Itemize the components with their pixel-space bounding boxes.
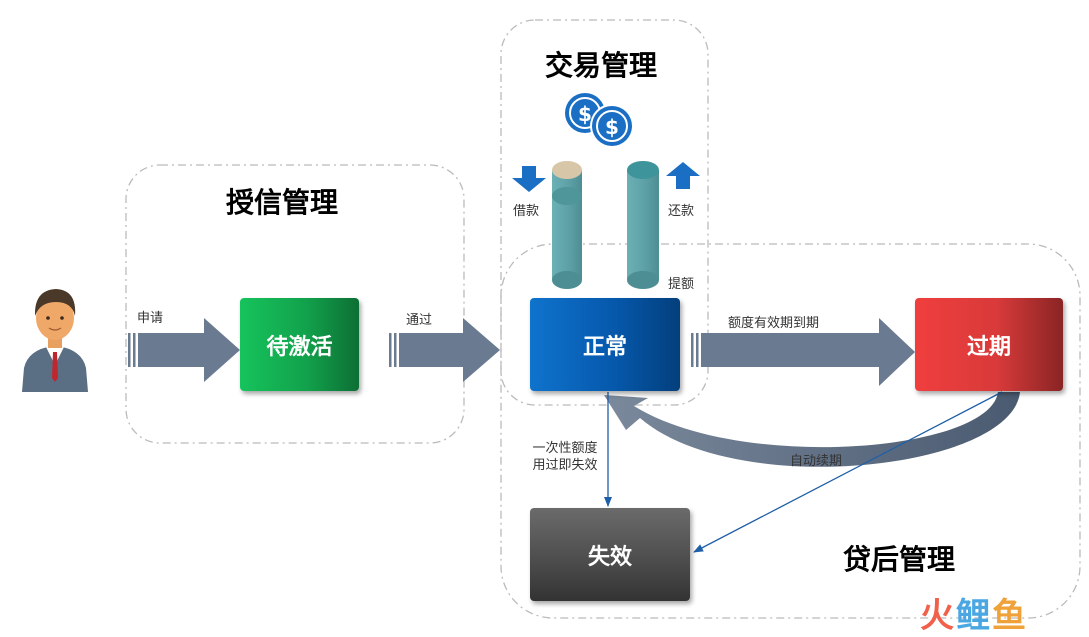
watermark-part-1: 火 xyxy=(920,596,956,636)
state-invalid: 失效 xyxy=(530,508,690,601)
watermark-logo: 火鲤鱼 xyxy=(920,588,1028,637)
transaction-region-title: 交易管理 xyxy=(545,49,658,82)
credit-region-box xyxy=(125,164,465,444)
label-approve: 通过 xyxy=(406,313,433,328)
state-expired: 过期 xyxy=(915,298,1063,391)
label-limit-expiry: 额度有效期到期 xyxy=(728,316,820,331)
postloan-region-box xyxy=(500,243,1081,619)
label-raise-limit: 提额 xyxy=(668,277,695,292)
up-arrow-icon xyxy=(666,162,700,189)
credit-region-title: 授信管理 xyxy=(226,186,339,219)
label-one-time-limit: 一次性额度 用过即失效 xyxy=(522,440,608,474)
svg-text:$: $ xyxy=(578,102,592,126)
transaction-region-box xyxy=(500,19,709,406)
label-borrow: 借款 xyxy=(513,204,540,219)
label-apply: 申请 xyxy=(137,311,164,326)
borrow-cylinder xyxy=(552,161,582,289)
arrow-apply xyxy=(128,318,240,382)
state-normal: 正常 xyxy=(530,298,680,391)
watermark-part-3: 鱼 xyxy=(992,596,1028,636)
postloan-region-title: 贷后管理 xyxy=(843,543,956,576)
label-auto-renew: 自动续期 xyxy=(790,454,843,469)
dollar-coins-icon: $ $ xyxy=(565,93,634,148)
down-arrow-icon xyxy=(512,166,546,192)
arrow-approve xyxy=(389,318,500,382)
label-one-time-line1: 一次性额度 xyxy=(532,441,598,456)
repay-cylinder xyxy=(627,161,659,289)
state-pending-activation: 待激活 xyxy=(240,298,359,391)
line-expired-to-invalid xyxy=(693,391,1003,553)
watermark-part-2: 鲤 xyxy=(956,596,992,636)
arrow-limit-expiry xyxy=(691,318,915,386)
person-icon xyxy=(22,289,88,392)
curved-arrow-auto-renew xyxy=(604,392,1020,467)
svg-text:$: $ xyxy=(605,115,619,139)
label-one-time-line2: 用过即失效 xyxy=(532,458,598,473)
label-repay: 还款 xyxy=(668,204,695,219)
